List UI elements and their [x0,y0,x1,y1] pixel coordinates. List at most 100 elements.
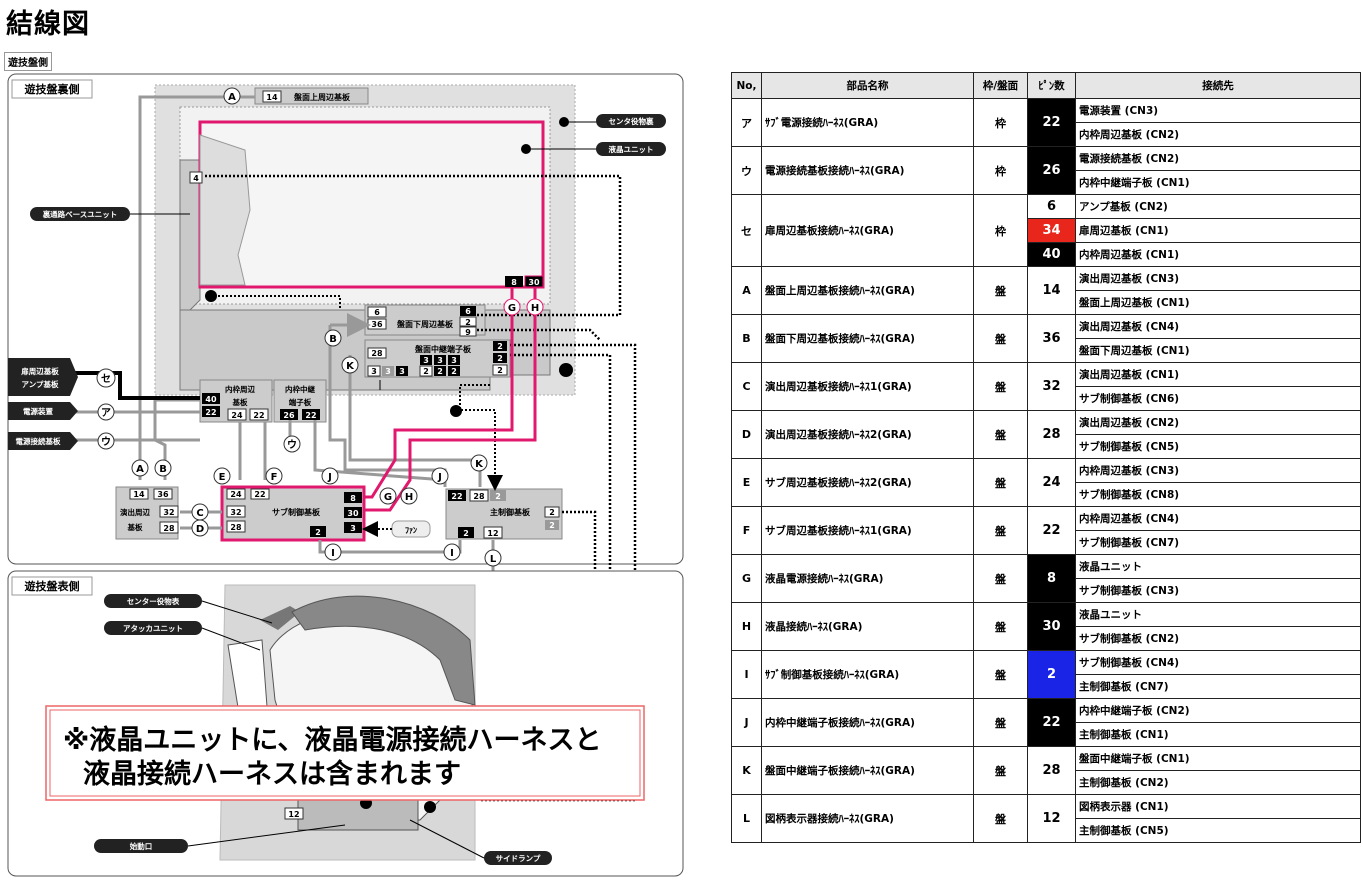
cell-ft: 盤 [973,506,1028,555]
cell-name: サブ周辺基板接続ﾊｰﾈｽ1(GRA) [761,506,974,555]
cell-ft: 枠 [973,98,1028,147]
cell-pin-count: 32 [1027,362,1076,411]
cell-destination: サブ制御基板 (CN4) [1075,650,1361,675]
cell-destination: 図柄表示器 (CN1) [1075,794,1361,819]
cell-pin-count: 24 [1027,458,1076,507]
cell-name: 扉周辺基板接続ﾊｰﾈｽ(GRA) [761,194,974,267]
svg-text:14: 14 [133,490,145,499]
cell-destination: 演出周辺基板 (CN4) [1075,314,1361,339]
svg-text:12: 12 [288,810,299,819]
cell-destination: 主制御基板 (CN5) [1075,818,1361,843]
svg-text:22: 22 [205,408,216,417]
cell-ft: 枠 [973,194,1028,267]
svg-text:12: 12 [487,529,498,538]
svg-text:A: A [228,92,236,103]
svg-text:30: 30 [528,278,540,287]
svg-text:ウ: ウ [287,439,297,451]
svg-text:3: 3 [451,356,457,365]
table-row: 主制御基板 (CN7) [732,674,1361,699]
svg-text:22: 22 [305,411,316,420]
svg-text:2: 2 [437,367,443,376]
back-panel-label: 遊技盤裏側 [25,82,80,96]
header-frame-board: 枠/盤面 [973,72,1028,99]
table-row: 内枠周辺基板 (CN2) [732,122,1361,147]
svg-text:F: F [271,472,278,483]
cell-name: 液晶電源接続ﾊｰﾈｽ(GRA) [761,554,974,603]
table-row: 主制御基板 (CN1) [732,722,1361,747]
svg-text:盤面下周辺基板: 盤面下周辺基板 [396,319,454,329]
cell-no: C [731,362,762,411]
cell-destination: 内枠中継端子板 (CN2) [1075,698,1361,723]
cell-destination: サブ制御基板 (CN3) [1075,578,1361,603]
svg-text:盤面中継端子板: 盤面中継端子板 [414,344,472,354]
cell-ft: 盤 [973,602,1028,651]
svg-text:22: 22 [254,490,265,499]
cell-destination: アンプ基板 (CN2) [1075,194,1361,219]
cell-name: 演出周辺基板接続ﾊｰﾈｽ1(GRA) [761,362,974,411]
svg-text:サブ制御基板: サブ制御基板 [272,507,321,517]
svg-text:36: 36 [371,320,383,329]
svg-text:B: B [159,464,167,475]
svg-text:K: K [346,361,355,372]
table-row: 主制御基板 (CN2) [732,770,1361,795]
svg-text:36: 36 [157,490,169,499]
svg-text:6: 6 [465,307,471,316]
cell-destination: 内枠周辺基板 (CN3) [1075,458,1361,483]
svg-text:28: 28 [163,524,175,533]
cell-pin-count: 22 [1027,698,1076,747]
svg-text:30: 30 [347,509,359,518]
cell-name: 盤面下周辺基板接続ﾊｰﾈｽ(GRA) [761,314,974,363]
table-row: 内枠中継端子板 (CN1) [732,170,1361,195]
cell-destination: 演出周辺基板 (CN1) [1075,362,1361,387]
cell-no: G [731,554,762,603]
svg-text:2: 2 [497,354,503,363]
svg-text:センター役物表: センター役物表 [127,596,180,606]
svg-text:2: 2 [423,367,429,376]
svg-text:裏通路ベースユニット: 裏通路ベースユニット [42,209,118,219]
cell-destination: 盤面中継端子板 (CN1) [1075,746,1361,771]
svg-text:32: 32 [163,508,174,517]
header-part-name: 部品名称 [761,72,974,99]
cell-name: 盤面上周辺基板接続ﾊｰﾈｽ(GRA) [761,266,974,315]
cell-no: J [731,698,762,747]
cell-pin-count: 14 [1027,266,1076,315]
cell-ft: 盤 [973,554,1028,603]
svg-text:2: 2 [497,342,503,351]
cell-destination: 演出周辺基板 (CN3) [1075,266,1361,291]
svg-text:C: C [196,508,203,519]
cell-pin-count: 28 [1027,410,1076,459]
cell-no: ウ [731,146,762,195]
svg-text:8: 8 [511,278,517,287]
svg-text:セ: セ [101,373,111,385]
page-title: 結線図 [6,9,90,40]
cell-ft: 盤 [973,410,1028,459]
svg-text:扉周辺基板: 扉周辺基板 [20,366,59,376]
svg-text:3: 3 [437,356,443,365]
cell-no: H [731,602,762,651]
svg-text:H: H [405,492,413,503]
svg-text:6: 6 [374,308,380,317]
svg-text:電源装置: 電源装置 [23,406,53,416]
svg-text:サイドランプ: サイドランプ [496,853,541,863]
table-row: サブ制御基板 (CN3) [732,578,1361,603]
cell-destination: 液晶ユニット [1075,554,1361,579]
svg-text:アタッカユニット: アタッカユニット [123,623,183,633]
cell-destination: 内枠周辺基板 (CN2) [1075,122,1361,147]
svg-text:内枠周辺基板: 内枠周辺基板 [225,384,255,407]
header-no: No, [731,72,762,99]
section-label: 遊技盤側 [4,52,52,71]
table-row: サブ制御基板 (CN6) [732,386,1361,411]
cell-name: サブ周辺基板接続ﾊｰﾈｽ2(GRA) [761,458,974,507]
svg-text:22: 22 [451,492,462,501]
cell-pin-count: 36 [1027,314,1076,363]
